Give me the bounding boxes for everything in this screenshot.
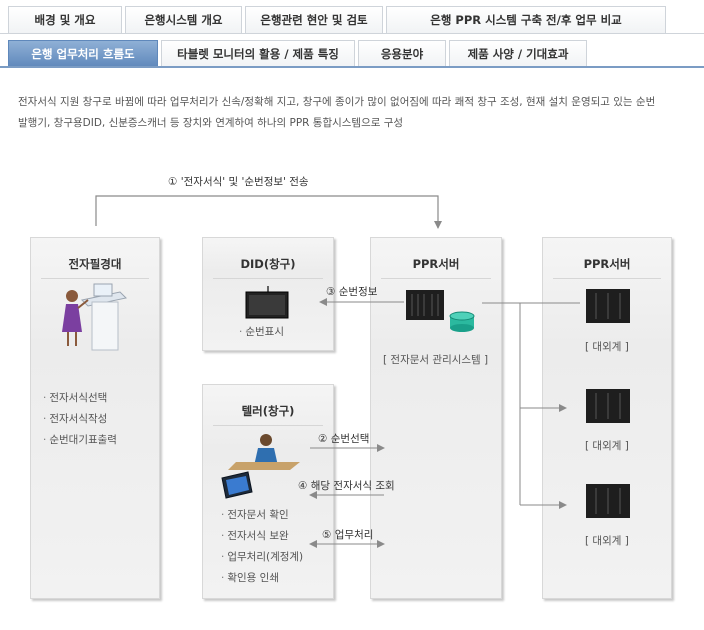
teller-person-icon xyxy=(228,434,300,470)
external-server-icon-1 xyxy=(586,289,630,323)
ppr-server-caption: [ 전자문서 관리시스템 ] xyxy=(383,354,489,366)
tablet-icon xyxy=(221,471,253,499)
arrow-label-queue-select: ② 순번선택 xyxy=(318,433,370,445)
teller-title-divider xyxy=(213,425,323,426)
did-title: DID(창구) xyxy=(240,257,296,271)
tab-bank-issues-review[interactable]: 은행관련 현안 및 검토 xyxy=(245,6,383,33)
did-monitor-icon xyxy=(245,286,289,319)
tab-tablet-monitor[interactable]: 타블렛 모니터의 활용 / 제품 특징 xyxy=(161,40,355,67)
did-title-divider xyxy=(213,278,323,279)
external-server-icon-2 xyxy=(586,389,630,423)
kiosk-person-icon xyxy=(62,283,128,351)
tab-workflow[interactable]: 은행 업무처리 흐름도 xyxy=(8,40,158,67)
ppr-server-icon xyxy=(406,290,444,320)
list-item: ·전자서식 보완 xyxy=(221,530,289,542)
tab-bank-system-overview[interactable]: 은행시스템 개요 xyxy=(125,6,242,33)
external-server-caption-3: [ 대외계 ] xyxy=(585,535,629,547)
arrow-label-processing: ⑤ 업무처리 xyxy=(322,529,374,541)
tabs-row2-rule xyxy=(0,66,704,68)
tabs-row1-rule xyxy=(0,33,704,34)
database-icon xyxy=(449,311,475,332)
list-item: ·전자서식선택 xyxy=(43,392,108,404)
external-server-icon-3 xyxy=(586,484,630,518)
teller-title: 텔러(창구) xyxy=(241,404,295,418)
tab-applications[interactable]: 응용분야 xyxy=(358,40,446,67)
arrow-label-queue-info: ③ 순번정보 xyxy=(326,286,378,298)
top-flow-label: ① '전자서식' 및 '순번정보' 전송 xyxy=(168,176,309,188)
intro-text: 전자서식 지원 창구로 바뀜에 따라 업무처리가 신속/정확해 지고, 창구에 … xyxy=(18,92,688,134)
ppr-server-title: PPR서버 xyxy=(412,257,460,271)
list-item: ·순번표시 xyxy=(239,326,284,338)
external-server-title: PPR서버 xyxy=(583,257,631,271)
list-item: ·전자서식작성 xyxy=(43,413,108,425)
did-items: ·순번표시 xyxy=(239,322,284,343)
external-server-caption-2: [ 대외계 ] xyxy=(585,440,629,452)
tab-ppr-before-after[interactable]: 은행 PPR 시스템 구축 전/후 업무 비교 xyxy=(386,6,666,33)
kiosk-title: 전자필경대 xyxy=(68,257,122,271)
list-item: ·전자문서 확인 xyxy=(221,509,289,521)
list-item: ·업무처리(계정계) xyxy=(221,551,304,563)
list-item: ·확인용 인쇄 xyxy=(221,572,279,584)
teller-items: ·전자문서 확인 ·전자서식 보완 ·업무처리(계정계) ·확인용 인쇄 xyxy=(221,505,303,589)
kiosk-items: ·전자서식선택 ·전자서식작성 ·순번대기표출력 xyxy=(43,388,117,451)
teller-panel: 텔러(창구) ·전자문서 확인 ·전자서식 보완 ·업무처리(계정계) ·확인용… xyxy=(202,384,334,599)
list-item: ·순번대기표출력 xyxy=(43,434,117,446)
kiosk-title-divider xyxy=(41,278,149,279)
arrow-label-form-lookup: ④ 해당 전자서식 조회 xyxy=(298,480,395,492)
tab-specs-effects[interactable]: 제품 사양 / 기대효과 xyxy=(449,40,587,67)
intro-line-1: 전자서식 지원 창구로 바뀜에 따라 업무처리가 신속/정확해 지고, 창구에 … xyxy=(18,96,656,108)
tab-background-overview[interactable]: 배경 및 개요 xyxy=(8,6,122,33)
external-server-title-divider xyxy=(553,278,661,279)
intro-line-2: 발행기, 창구용DID, 신분증스캐너 등 장치와 연계하여 하나의 PPR 통… xyxy=(18,117,404,129)
ppr-server-title-divider xyxy=(381,278,491,279)
external-server-caption-1: [ 대외계 ] xyxy=(585,341,629,353)
top-flow-connector xyxy=(95,195,442,229)
